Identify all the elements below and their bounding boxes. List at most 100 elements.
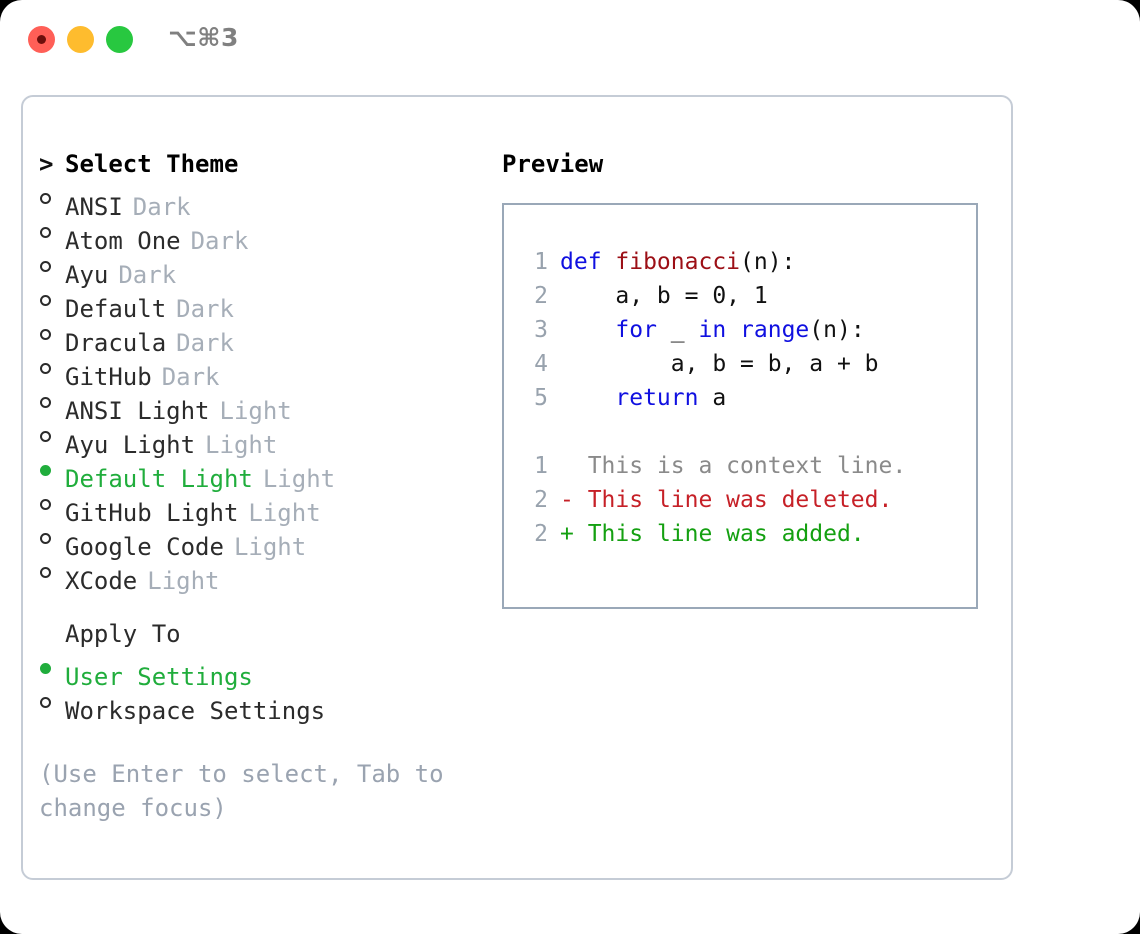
maximize-button-icon[interactable]: [106, 26, 133, 53]
radio-dot: [40, 697, 51, 708]
apply-to-option-label: User Settings: [65, 663, 253, 691]
apply-to-option-0[interactable]: User Settings: [39, 651, 499, 691]
code-line-text: return a: [560, 381, 726, 415]
code-line-number: 3: [534, 317, 548, 343]
radio-dot: [40, 567, 51, 578]
radio-unselected-icon: [39, 215, 65, 249]
code-token-plain: a, b = 0, 1: [560, 283, 768, 309]
code-token-plain: _: [656, 317, 699, 343]
radio-unselected-icon: [39, 521, 65, 555]
apply-to-option-1[interactable]: Workspace Settings: [39, 685, 499, 725]
theme-option-label: Ayu Light: [65, 431, 196, 459]
theme-option-5[interactable]: GitHub Dark: [39, 351, 499, 391]
code-token-plain: [560, 385, 615, 411]
theme-option-6[interactable]: ANSI Light Light: [39, 385, 499, 425]
close-button-icon[interactable]: [28, 26, 55, 53]
code-token-plain: a, b = b, a + b: [560, 351, 879, 377]
theme-option-variant-tag: Dark: [176, 329, 234, 357]
code-line-text: for _ in range(n):: [560, 313, 864, 347]
theme-option-variant-tag: Light: [233, 533, 307, 561]
apply-to-header: Apply To: [39, 617, 499, 651]
theme-option-label: XCode: [65, 567, 138, 595]
theme-option-variant-tag: Dark: [132, 193, 191, 221]
radio-dot: [40, 261, 51, 272]
radio-dot: [40, 533, 51, 544]
radio-unselected-icon: [39, 249, 65, 283]
diff-line: 1 This is a context line.: [518, 449, 970, 483]
code-line: 1 def fibonacci(n):: [518, 245, 970, 279]
theme-option-3[interactable]: Default Dark: [39, 283, 499, 323]
radio-selected-icon: [39, 651, 65, 685]
code-token-fn: fibonacci: [615, 249, 741, 275]
theme-option-10[interactable]: Google Code Light: [39, 521, 499, 561]
diff-marker: -: [560, 487, 588, 513]
theme-option-label: GitHub Light: [65, 499, 239, 527]
code-line: 5 return a: [518, 381, 970, 415]
preview-title: Preview: [502, 150, 604, 178]
radio-unselected-icon: [39, 555, 65, 589]
code-line-number: 2: [534, 283, 548, 309]
code-line: 2 a, b = 0, 1: [518, 279, 970, 313]
code-line-text: def fibonacci(n):: [560, 245, 795, 279]
theme-option-label: ANSI Light: [65, 397, 210, 425]
radio-dot: [40, 431, 51, 442]
keyboard-shortcut-label: ⌥⌘3: [168, 23, 239, 52]
theme-option-0[interactable]: ANSI Dark: [39, 181, 499, 221]
apply-to-title: Apply To: [65, 620, 181, 648]
code-line: 4 a, b = b, a + b: [518, 347, 970, 381]
diff-line-number: 2: [534, 521, 548, 547]
theme-option-variant-tag: Dark: [176, 295, 234, 323]
code-line-text: a, b = 0, 1: [560, 279, 768, 313]
apply-to-option-label: Workspace Settings: [65, 697, 326, 725]
code-token-plain: [726, 317, 740, 343]
radio-unselected-icon: [39, 317, 65, 351]
code-token-kw: range: [740, 317, 810, 343]
theme-option-variant-tag: Light: [219, 397, 292, 425]
minimize-button-icon[interactable]: [67, 26, 94, 53]
theme-option-label: Ayu: [65, 261, 109, 289]
keyboard-hint-text: (Use Enter to select, Tab to change focu…: [39, 760, 444, 822]
code-token-plain: a: [698, 385, 727, 411]
code-token-plain: (n):: [740, 249, 796, 275]
radio-dot: [40, 227, 51, 238]
code-token-kw: def: [560, 249, 616, 275]
code-line-number: 5: [534, 385, 548, 411]
code-line-number: 1: [534, 249, 548, 275]
code-line-text: a, b = b, a + b: [560, 347, 879, 381]
theme-option-label: Default Light: [65, 465, 253, 493]
window-controls: [28, 26, 133, 53]
select-theme-title: Select Theme: [65, 150, 239, 178]
diff-marker: [560, 449, 588, 483]
theme-option-label: GitHub: [65, 363, 152, 391]
theme-option-variant-tag: Dark: [161, 363, 220, 391]
radio-unselected-icon: [39, 385, 65, 419]
radio-unselected-icon: [39, 283, 65, 317]
code-line-number: 4: [534, 351, 548, 377]
theme-option-label: Google Code: [65, 533, 224, 561]
diff-line-number: 2: [534, 487, 548, 513]
radio-unselected-icon: [39, 351, 65, 385]
radio-unselected-icon: [39, 181, 65, 215]
theme-option-7[interactable]: Ayu Light Light: [39, 419, 499, 459]
radio-dot: [40, 397, 51, 408]
theme-option-variant-tag: Light: [205, 431, 278, 459]
code-token-kw: in: [698, 317, 727, 343]
theme-option-label: ANSI: [65, 193, 123, 221]
theme-option-label: Default: [65, 295, 167, 323]
diff-sample: 1 This is a context line.2- This line wa…: [518, 449, 970, 551]
radio-dot: [40, 295, 51, 306]
radio-dot: [40, 663, 51, 674]
